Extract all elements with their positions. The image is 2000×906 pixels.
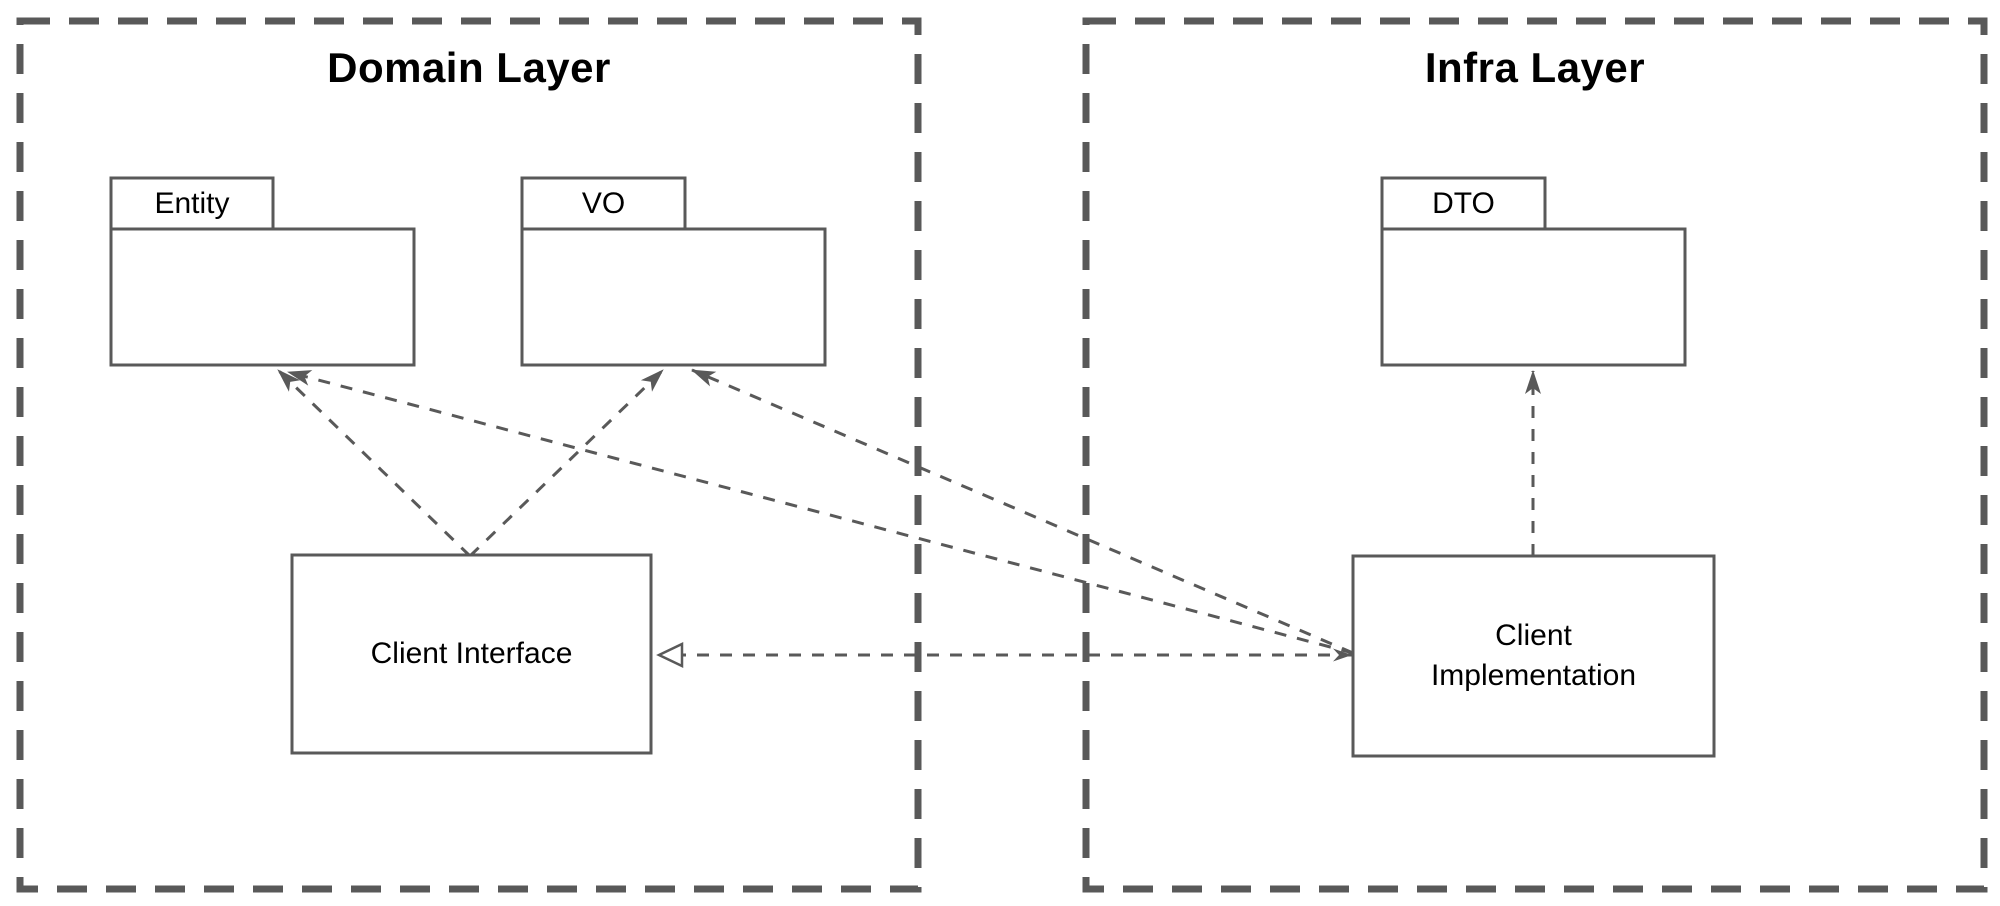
edge-client-implementation-to-vo — [691, 368, 1354, 655]
dto-package-tab — [1380, 176, 1547, 231]
client-interface-box — [290, 553, 653, 755]
vo-package-body — [520, 227, 827, 367]
infra-layer-container — [1082, 17, 1988, 893]
vo-package-tab — [520, 176, 687, 231]
edge-start-arrowhead-at-client-implementation — [1333, 648, 1352, 662]
client-implementation-box — [1351, 554, 1716, 758]
entity-package-body — [109, 227, 416, 367]
domain-layer-container — [16, 17, 922, 893]
edge-client-interface-to-entity — [276, 368, 472, 558]
entity-package-tab — [109, 176, 275, 231]
dto-package-body — [1380, 227, 1687, 367]
